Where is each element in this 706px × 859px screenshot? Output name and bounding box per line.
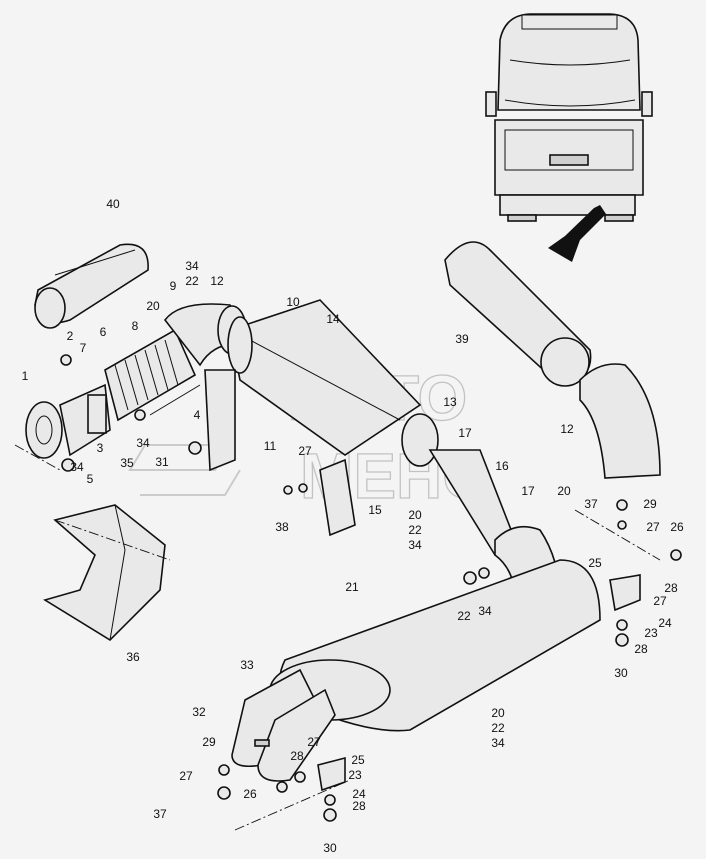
- callout-28: 28: [664, 581, 678, 595]
- callout-1: 1: [22, 369, 29, 383]
- callout-15: 15: [368, 503, 382, 517]
- callout-22: 22: [491, 721, 505, 735]
- callout-36: 36: [126, 650, 140, 664]
- callout-7: 7: [80, 341, 87, 355]
- callout-37: 37: [584, 497, 598, 511]
- callout-5: 5: [87, 472, 94, 486]
- shield-box-36: [43, 504, 166, 642]
- callout-22: 22: [185, 274, 199, 288]
- callout-27: 27: [179, 769, 193, 783]
- callout-28: 28: [634, 642, 648, 656]
- callout-25: 25: [588, 556, 602, 570]
- callout-20: 20: [146, 299, 160, 313]
- callout-27: 27: [646, 520, 660, 534]
- callout-27: 27: [653, 594, 667, 608]
- callout-34: 34: [491, 736, 505, 750]
- callout-27: 27: [307, 735, 321, 749]
- callout-27: 27: [298, 444, 312, 458]
- clamp-10: [227, 316, 253, 374]
- truck-rear-view: [485, 13, 653, 222]
- callout-26: 26: [670, 520, 684, 534]
- callout-29: 29: [202, 735, 216, 749]
- callout-34: 34: [185, 259, 199, 273]
- callout-31: 31: [155, 455, 169, 469]
- flex-pipe-8: [104, 328, 197, 422]
- callout-10: 10: [286, 295, 300, 309]
- callout-29: 29: [643, 497, 657, 511]
- callout-8: 8: [132, 319, 139, 333]
- callout-12: 12: [210, 274, 224, 288]
- callout-17: 17: [458, 426, 472, 440]
- callout-4: 4: [194, 408, 201, 422]
- callout-34: 34: [478, 604, 492, 618]
- callout-12: 12: [560, 422, 574, 436]
- callout-22: 22: [457, 609, 471, 623]
- callout-40: 40: [106, 197, 120, 211]
- callout-32: 32: [192, 705, 206, 719]
- callout-24: 24: [658, 616, 672, 630]
- heat-shield-sleeve-40: [34, 243, 149, 329]
- callout-38: 38: [275, 520, 289, 534]
- callout-24: 24: [352, 787, 366, 801]
- callout-34: 34: [70, 460, 84, 474]
- callout-20: 20: [408, 508, 422, 522]
- callout-25: 25: [351, 753, 365, 767]
- callout-14: 14: [326, 312, 340, 326]
- callout-39: 39: [455, 332, 469, 346]
- clamp-13: [401, 413, 439, 467]
- callout-2: 2: [67, 329, 74, 343]
- callout-34: 34: [408, 538, 422, 552]
- callout-16: 16: [495, 459, 509, 473]
- callout-37: 37: [153, 807, 167, 821]
- heat-shield-39: [444, 241, 592, 387]
- callout-3: 3: [97, 441, 104, 455]
- callout-34: 34: [136, 436, 150, 450]
- callout-20: 20: [491, 706, 505, 720]
- callout-17: 17: [521, 484, 535, 498]
- flange-assembly: [25, 383, 111, 459]
- callout-26: 26: [243, 787, 257, 801]
- callout-35: 35: [120, 456, 134, 470]
- callout-23: 23: [348, 768, 362, 782]
- callout-30: 30: [323, 841, 337, 855]
- callout-28: 28: [290, 749, 304, 763]
- callout-30: 30: [614, 666, 628, 680]
- callout-13: 13: [443, 395, 457, 409]
- bolt-4: [149, 384, 201, 416]
- callout-11: 11: [264, 439, 277, 453]
- hardware: [60, 354, 682, 822]
- callout-23: 23: [644, 626, 658, 640]
- callout-6: 6: [100, 325, 107, 339]
- callout-33: 33: [240, 658, 254, 672]
- callout-28: 28: [352, 799, 366, 813]
- callout-9: 9: [170, 279, 177, 293]
- tailpipes-32-33: [231, 668, 336, 782]
- bracket-15: [319, 458, 356, 537]
- callout-21: 21: [345, 580, 359, 594]
- view-direction-arrow: [548, 205, 606, 262]
- elbow-shield-12-right: [579, 363, 661, 479]
- hanger-11: [204, 369, 236, 472]
- callout-22: 22: [408, 523, 422, 537]
- callout-20: 20: [557, 484, 571, 498]
